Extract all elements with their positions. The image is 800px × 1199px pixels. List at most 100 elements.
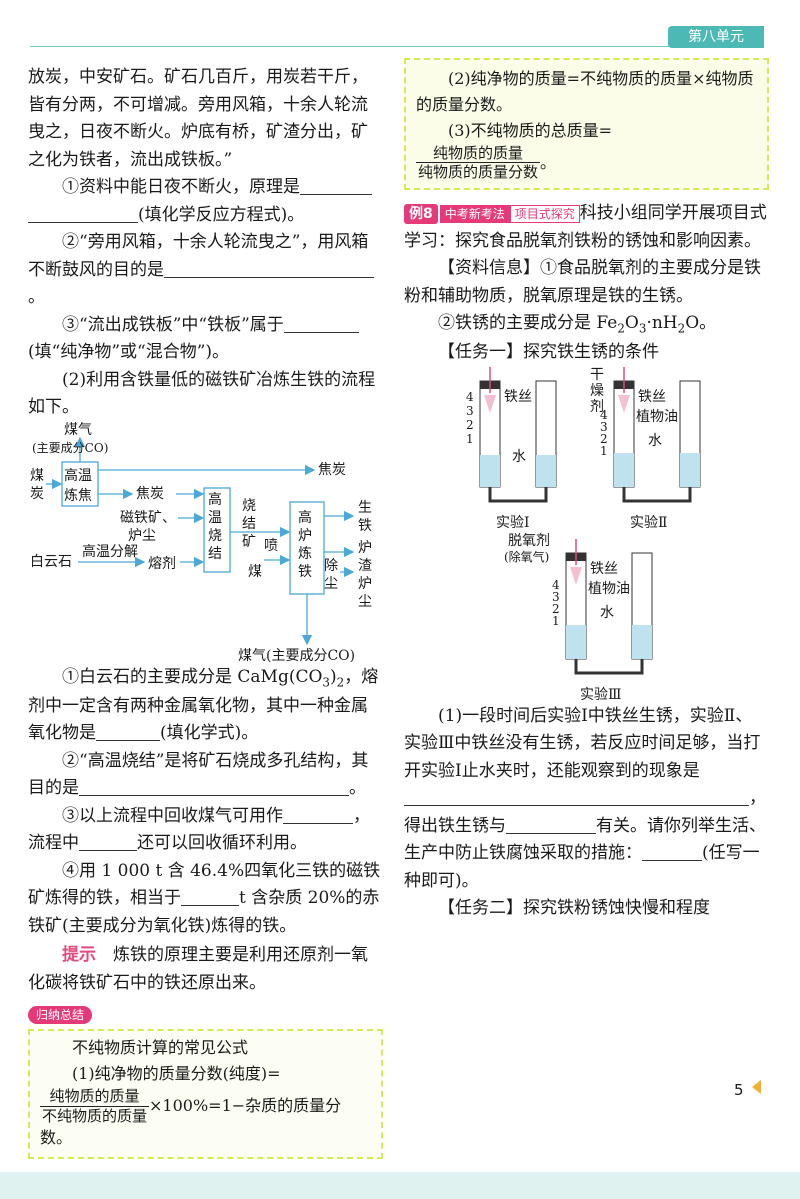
flow-label: 炉 [298, 528, 312, 544]
flow-label: 尘 [358, 594, 372, 610]
experiment-3: 脱氧剂 (除氧气) 4 3 2 1 铁丝 植物油 水 实验Ⅲ [504, 533, 653, 703]
flow-label: 结 [242, 516, 256, 532]
scale-label: 3 [552, 590, 560, 604]
scale-label: 3 [600, 420, 608, 434]
answer-blank[interactable] [404, 788, 749, 807]
exp-label: (除氧气) [504, 549, 549, 564]
exp-label: 实验Ⅰ [496, 515, 530, 531]
flow-label: 生 [358, 500, 372, 516]
scale-label: 3 [466, 404, 474, 418]
flow-label: 磁铁矿、 [120, 510, 176, 526]
flow-label: 炭 [30, 486, 44, 502]
flow-label: 喷 [264, 538, 278, 554]
answer-blank[interactable] [79, 833, 137, 852]
flow-label: 矿 [242, 534, 256, 550]
flow-label: 铁 [298, 564, 312, 580]
formula-2: (2)纯净物的质量=不纯物质的质量×纯物质的质量分数。 [416, 69, 754, 114]
new-exam-tag: 中考新考法 [439, 205, 510, 224]
flow-label: 高 [208, 491, 222, 508]
flow-label: 炉尘 [128, 528, 156, 544]
formula-3-frac: 纯物质的质量纯物质的质量分数。 [416, 143, 557, 182]
smelting-flow-diagram: 煤气 (主要成分CO) 煤 炭 高温 炼焦 焦炭 焦炭 磁铁矿、 炉尘 高 温 … [30, 422, 372, 664]
flow-label: 温 [208, 510, 222, 526]
answer-blank[interactable] [283, 315, 359, 333]
page-arrow-icon [752, 1080, 761, 1094]
flow-label: 渣 [358, 558, 372, 574]
flow-label: 焦炭 [318, 462, 346, 478]
flow-label: 煤 [248, 564, 262, 580]
flow-label: 烧 [242, 498, 256, 514]
scale-label: 2 [552, 602, 560, 616]
task-1: 【任务一】探究铁生锈的条件 [438, 342, 659, 363]
answer-blank[interactable] [642, 843, 702, 862]
exp-label: 干 [590, 367, 604, 383]
flow-label: 高温 [64, 467, 92, 484]
scale-label: 1 [466, 432, 474, 446]
hint: 提示 炼铁的原理主要是利用还原剂一氧化碳将铁矿石中的铁还原出来。 [28, 945, 368, 993]
question-1-1: ①资料中能日夜不断火，原理是(填化学反应方程式)。 [28, 174, 383, 229]
scale-label: 4 [466, 390, 474, 404]
flow-label: 炼焦 [64, 488, 92, 504]
answer-blank[interactable] [181, 888, 239, 907]
unit-tab: 第八单元 [668, 26, 764, 48]
answer-blank[interactable] [300, 177, 372, 196]
answer-blank[interactable] [96, 723, 160, 742]
question-r1: (1)一段时间后实验Ⅰ中铁丝生锈，实验Ⅱ、实验Ⅲ中铁丝没有生锈，若反应时间足够，… [404, 705, 766, 891]
sintering-box [203, 487, 231, 573]
summary-section: 归纳总结 不纯物质计算的常见公式 (1)纯净物的质量分数(纯度)= 纯物质的质量… [28, 1001, 383, 1160]
question-2: (2)利用含铁量低的磁铁矿冶炼生铁的流程如下。 [28, 369, 376, 418]
flow-label: 高温分解 [82, 543, 138, 560]
scale-label: 4 [552, 578, 560, 592]
exp-label: 剂 [590, 399, 604, 415]
flow-label: 烧 [208, 528, 222, 544]
answer-blank[interactable] [28, 205, 138, 223]
summary-item-1: (1)纯净物的质量分数(纯度)= [72, 1063, 281, 1083]
flow-label: 熔剂 [148, 556, 176, 572]
flow-label: 炉 [358, 540, 372, 556]
info-1: 【资料信息】①食品脱氧剂的主要成分是铁粉和辅助物质，脱氧原理是铁的生锈。 [404, 258, 761, 306]
flow-label: 白云石 [30, 554, 72, 570]
answer-blank[interactable] [283, 806, 353, 824]
answer-blank[interactable] [506, 816, 596, 834]
experiment-2: 干 燥 剂 4 3 2 1 铁丝 植物油 水 实验Ⅱ [590, 366, 701, 531]
flow-label: 炉 [358, 576, 372, 592]
flow-label: 铁 [358, 518, 372, 534]
exp-label: 水 [512, 449, 526, 465]
answer-blank[interactable] [164, 260, 374, 278]
header-rule [30, 46, 670, 47]
task-2: 【任务二】探究铁粉锈蚀快慢和程度 [438, 898, 710, 919]
answer-blank[interactable] [79, 778, 349, 797]
flow-label: 煤 [30, 468, 44, 484]
formula-3: (3)不纯物质的总质量= [448, 120, 613, 140]
question-2-3: ③以上流程中回收煤气可用作，流程中还可以回收循环利用。 [28, 805, 370, 854]
exp-label: 实验Ⅲ [580, 687, 622, 703]
question-1-2: ②“旁用风箱，十余人轮流曳之”，用风箱不断鼓风的目的是。 [28, 229, 383, 312]
exp-label: 植物油 [588, 581, 630, 597]
question-1-3: ③“流出成铁板”中“铁板”属于(填“纯净物”或“混合物”)。 [28, 312, 383, 367]
summary-formula: 纯物质的质量不纯物质的质量×100%=1−杂质的质量分数。 [40, 1086, 342, 1148]
scale-label: 2 [466, 418, 474, 432]
flow-label: 焦炭 [136, 486, 164, 502]
scale-label: 4 [600, 408, 608, 422]
question-2-2: ②“高温烧结”是将矿石烧成多孔结构，其目的是。 [28, 750, 369, 799]
formula-box: (2)纯净物的质量=不纯物质的质量×纯物质的质量分数。 (3)不纯物质的总质量=… [404, 58, 769, 191]
info-2: ②铁锈的主要成分是 Fe2O3·nH2O。 [438, 313, 717, 336]
left-column: 放炭，中安矿石。矿石几百斤，用炭若干斤，皆有分两，不可增减。旁用风箱，十余人轮流… [28, 64, 383, 1160]
scale-label: 1 [600, 444, 608, 458]
example-tag: 例8 [404, 204, 438, 225]
flow-label: 除 [324, 558, 338, 574]
summary-title: 不纯物质计算的常见公式 [72, 1037, 249, 1057]
footer-band [0, 1172, 800, 1199]
exp-label: 燥 [590, 383, 604, 399]
summary-box: 不纯物质计算的常见公式 (1)纯净物的质量分数(纯度)= 纯物质的质量不纯物质的… [28, 1028, 383, 1160]
exp-label: 水 [648, 433, 662, 449]
exp-label: 水 [600, 605, 614, 621]
exp-label: 脱氧剂 [508, 533, 550, 549]
exp-label: 铁丝 [638, 389, 666, 405]
flow-label: 煤气 [64, 422, 92, 438]
experiment-diagrams: 4 3 2 1 铁丝 水 实验Ⅰ 干 燥 剂 4 [466, 366, 701, 703]
question-2-1: ①白云石的主要成分是 CaMg(CO3)2，熔剂中一定含有两种金属氧化物，其中一… [28, 666, 379, 744]
flow-label: 高 [298, 509, 312, 526]
